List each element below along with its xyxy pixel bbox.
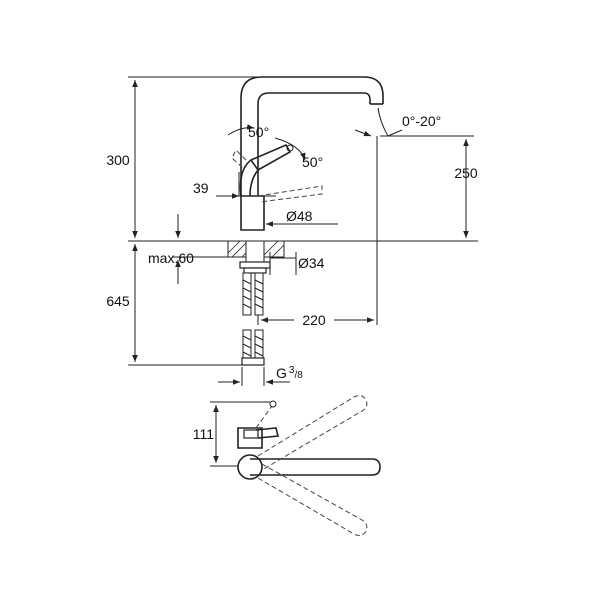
dim-label-220: 220	[302, 312, 326, 328]
dim-label-645: 645	[106, 293, 130, 309]
supply-hoses	[241, 272, 265, 366]
dim-label-111: 111	[193, 426, 214, 442]
dim-label-tilt: 0°-20°	[402, 113, 441, 129]
dim-hole-diameter: Ø34	[269, 252, 325, 275]
thread-denominator: 8	[297, 370, 303, 381]
dim-label-diameter-34: Ø34	[298, 255, 325, 271]
dim-label-lever-top: 50°	[248, 124, 269, 140]
dim-label-lever-side: 50°	[302, 154, 323, 170]
dim-body-diameter: Ø48	[266, 208, 338, 227]
dim-label-diameter-48: Ø48	[286, 208, 313, 224]
dim-label-39: 39	[193, 180, 209, 196]
dim-hose-length: 645	[106, 244, 138, 362]
faucet-spout	[240, 76, 384, 196]
dim-swivel-tilt: 0°-20°	[354, 107, 441, 137]
faucet-body	[230, 143, 294, 231]
dim-spout-height: 250	[454, 139, 478, 238]
thread-numerator: 3	[289, 365, 295, 376]
dim-deck-thickness: max.60	[148, 214, 228, 284]
dim-lever-offset: 39	[193, 172, 240, 199]
plan-view: 111	[193, 395, 381, 536]
dim-reach: 220	[261, 309, 374, 328]
dim-label-max60: max.60	[148, 250, 194, 266]
dim-total-height: 300	[106, 80, 138, 238]
lever-positions	[227, 124, 323, 203]
dim-label-250: 250	[454, 165, 478, 181]
thread-letter: G	[276, 365, 287, 381]
dim-label-300: 300	[106, 152, 130, 168]
countertop-section	[227, 240, 285, 274]
